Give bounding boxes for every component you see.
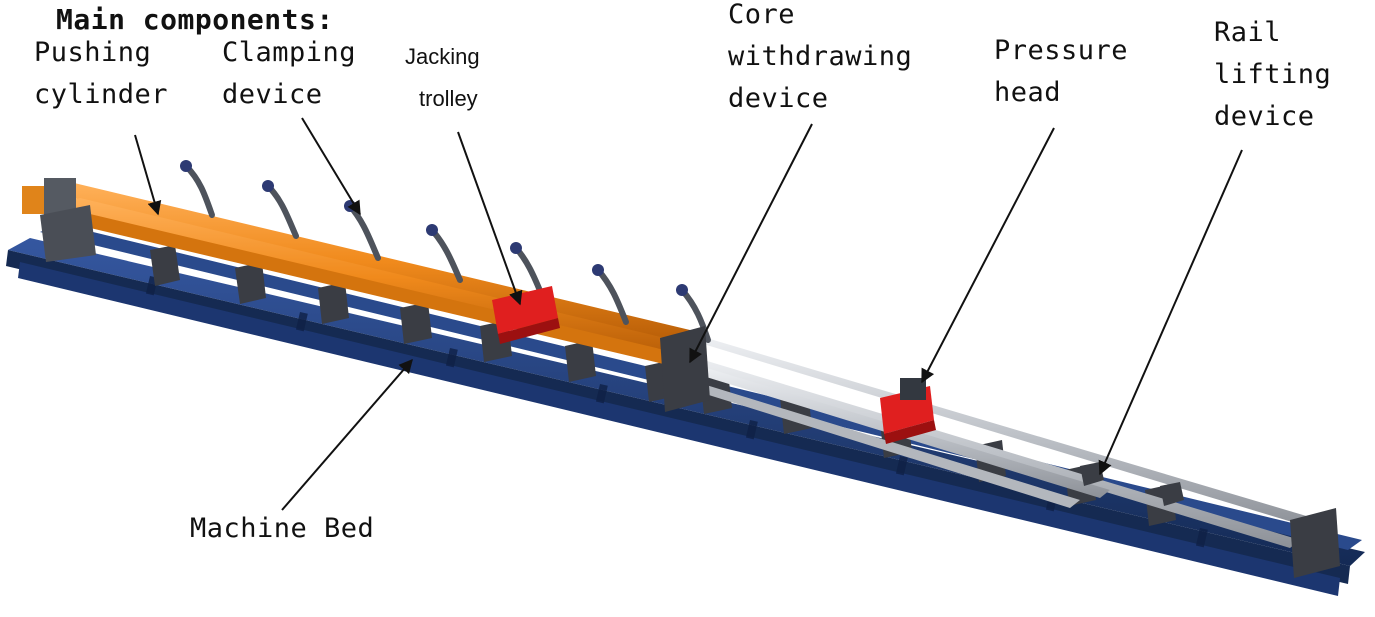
- arrow-jacking-trolley: [457, 131, 523, 306]
- label-line: Jacking: [405, 44, 480, 69]
- label-line: trolley: [419, 86, 478, 111]
- title-text: Main components:: [56, 3, 334, 36]
- label-core-withdrawing-device: Core withdrawing device: [728, 0, 912, 120]
- arrow-rail-lifting: [1098, 149, 1243, 476]
- label-rail-lifting-device: Rail lifting device: [1214, 12, 1331, 138]
- clamping-arm-tips: [180, 160, 688, 296]
- label-line: lifting: [1214, 59, 1332, 90]
- arrow-machine-bed: [281, 358, 413, 511]
- diagram-title: Main components:: [56, 3, 334, 37]
- label-line: cylinder: [34, 79, 169, 110]
- arrow-clamping-device: [301, 117, 361, 216]
- jacking-trolley-part: [492, 286, 560, 344]
- label-line: Pushing: [34, 37, 152, 68]
- cylinder-end-head: [22, 178, 96, 262]
- label-line: device: [222, 79, 323, 110]
- label-line: Pressure: [994, 35, 1129, 66]
- label-machine-bed: Machine Bed: [190, 508, 374, 550]
- label-line: device: [1214, 101, 1315, 132]
- label-clamping-device: Clamping device: [222, 32, 356, 116]
- label-jacking-trolley: Jacking trolley: [405, 36, 480, 120]
- label-line: device: [728, 83, 829, 114]
- arrow-pressure-head: [921, 127, 1055, 384]
- withdrawing-rods: [672, 336, 1320, 548]
- label-line: Rail: [1214, 17, 1282, 48]
- label-pressure-head: Pressure head: [994, 30, 1128, 102]
- end-frame-part: [1080, 462, 1340, 578]
- label-line: head: [994, 77, 1062, 102]
- arrow-core-withdrawing: [689, 123, 813, 364]
- leader-arrows: [134, 117, 1243, 511]
- arrow-pushing-cylinder: [134, 134, 162, 216]
- pressure-head-part: [880, 378, 936, 444]
- label-line: Machine Bed: [190, 513, 375, 544]
- label-line: Clamping: [222, 37, 357, 68]
- label-pushing-cylinder: Pushing cylinder: [34, 32, 168, 116]
- label-line: withdrawing: [728, 41, 913, 72]
- label-line: Core: [728, 0, 796, 30]
